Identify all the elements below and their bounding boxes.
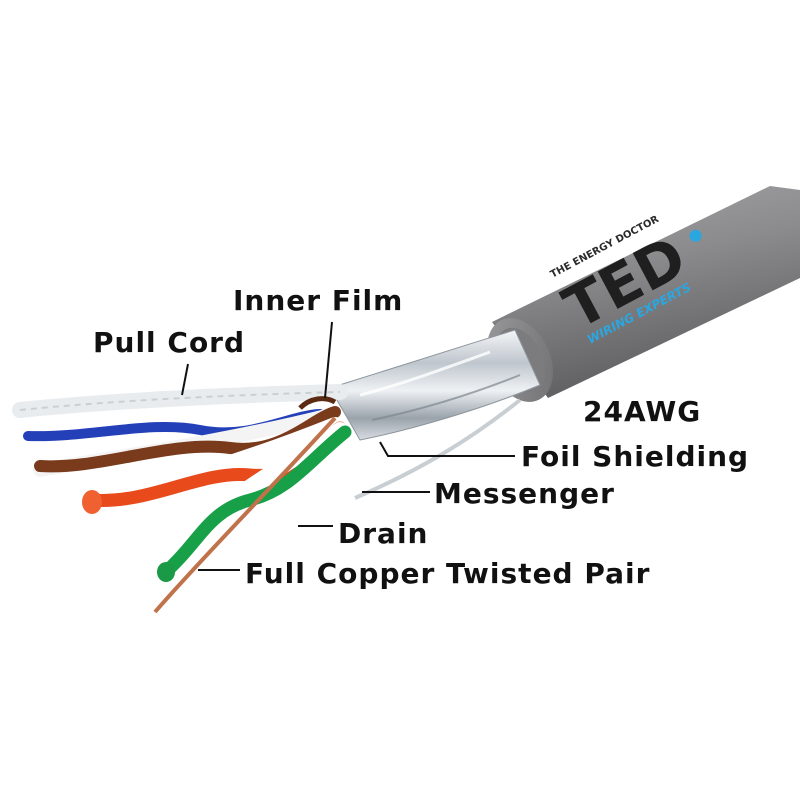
- leader-foil-shielding: [379, 441, 515, 457]
- brand-dot: [689, 229, 702, 242]
- pull-cord: [12, 384, 348, 418]
- leader-inner-film: [324, 321, 333, 399]
- label-gauge: 24AWG: [583, 395, 701, 428]
- label-inner-film: Inner Film: [233, 284, 403, 317]
- leader-lines: [181, 321, 515, 571]
- messenger-wire: [354, 398, 522, 500]
- foil-shield: [329, 329, 541, 441]
- drain-wire: [153, 416, 337, 614]
- label-drain: Drain: [338, 517, 428, 550]
- label-twisted-pair: Full Copper Twisted Pair: [245, 557, 650, 590]
- label-messenger: Messenger: [434, 477, 615, 510]
- inner-film: [298, 396, 337, 410]
- leader-pull-cord: [181, 363, 189, 396]
- twisted-pairs: [22, 404, 352, 582]
- label-pull-cord: Pull Cord: [93, 326, 245, 359]
- label-foil-shielding: Foil Shielding: [521, 440, 749, 473]
